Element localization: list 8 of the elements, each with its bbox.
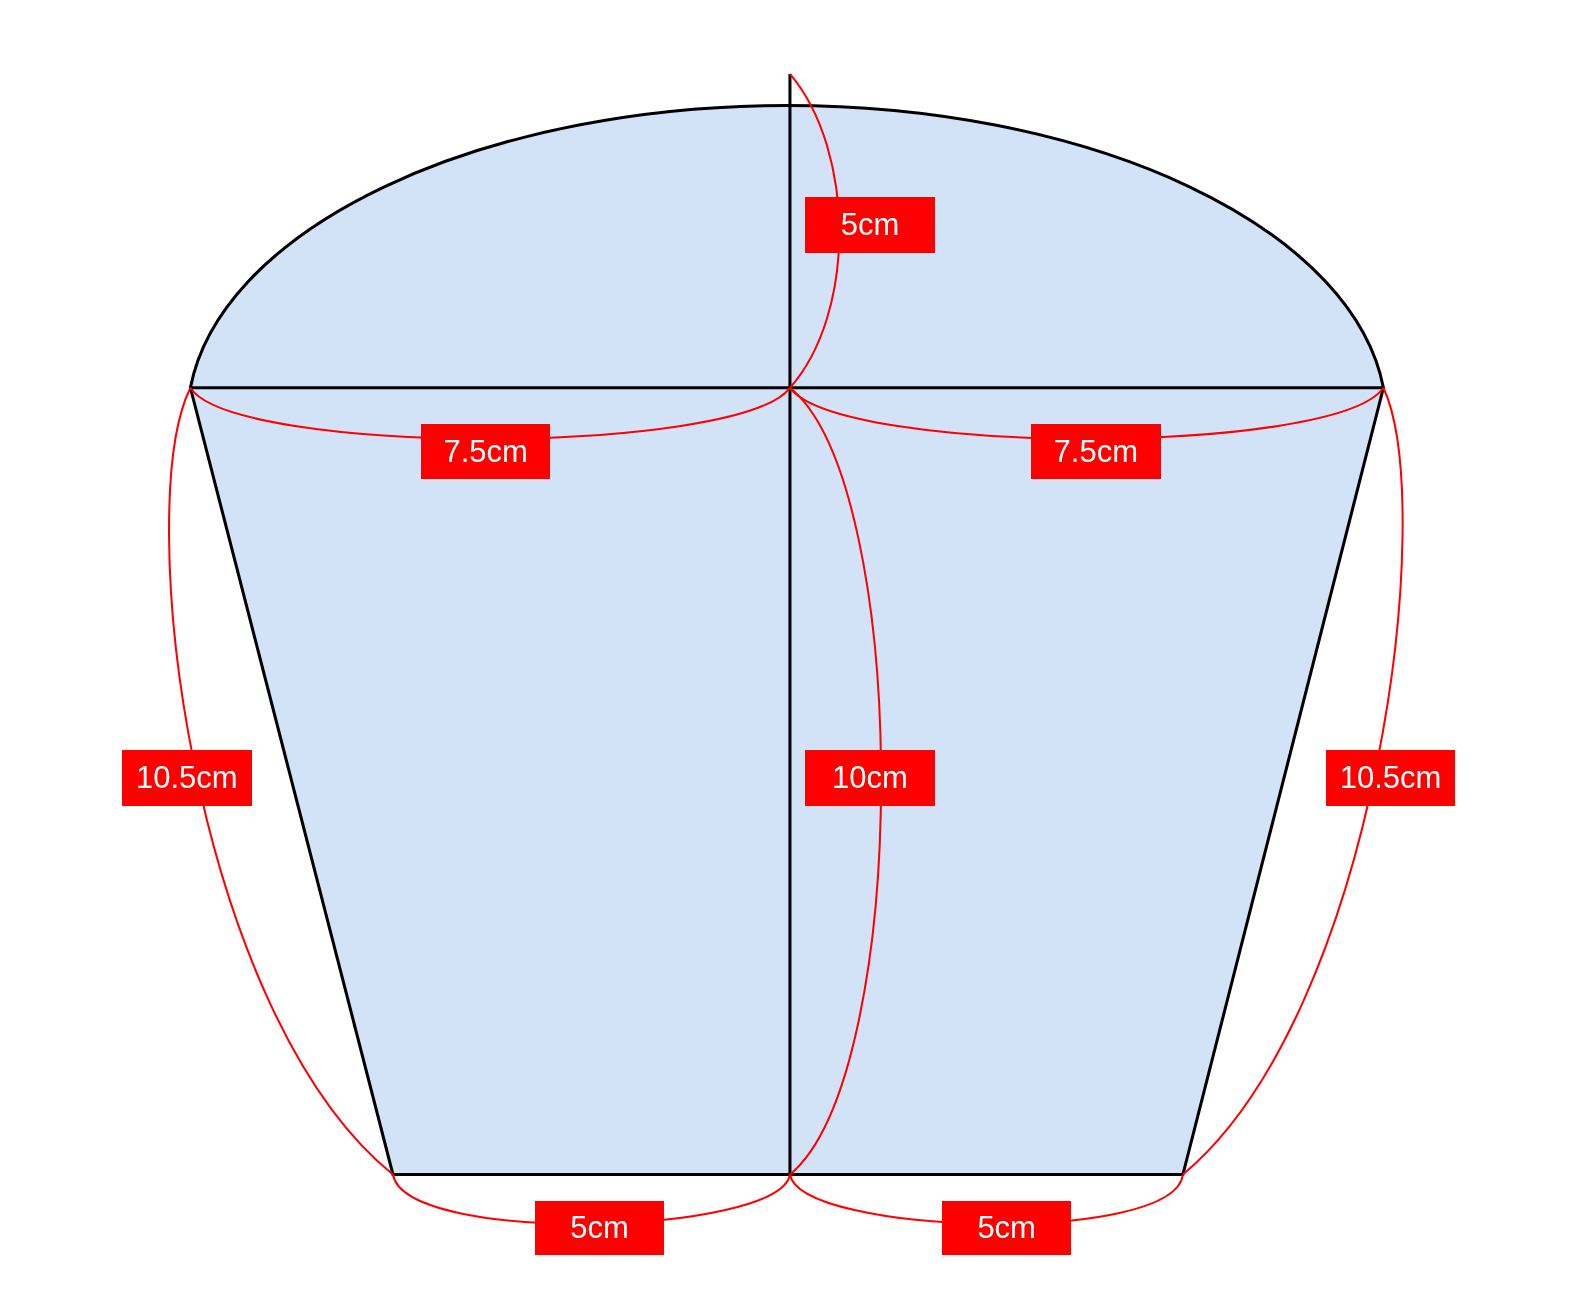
dimension-label: 5cm (805, 197, 935, 254)
dimension-label: 7.5cm (421, 424, 550, 479)
dimension-label: 7.5cm (1031, 424, 1161, 479)
dimension-label: 10cm (805, 750, 935, 806)
dimension-label: 10.5cm (121, 750, 253, 806)
dimension-label: 5cm (941, 1200, 1072, 1256)
dimension-label: 10.5cm (1325, 750, 1456, 806)
dimension-label: 5cm (534, 1200, 665, 1256)
